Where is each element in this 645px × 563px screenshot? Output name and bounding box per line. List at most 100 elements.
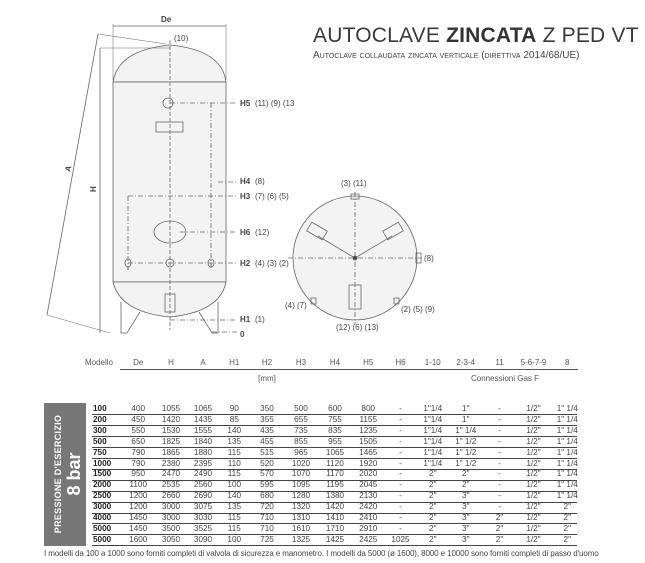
column-header: A — [200, 358, 206, 367]
row-divider — [92, 512, 577, 514]
side-view — [46, 24, 237, 334]
row-divider — [92, 501, 577, 503]
column-header: 1-10 — [424, 358, 441, 367]
model-cell: 500 — [93, 436, 107, 446]
model-cell: 2500 — [93, 491, 112, 501]
value-cell: 400 — [131, 404, 146, 413]
value-cell: 755 — [328, 414, 342, 424]
column-header: 11 — [495, 358, 504, 367]
column-header: 2-3-4 — [456, 358, 476, 367]
row-divider — [92, 534, 577, 536]
value-cell: 2560 — [193, 480, 213, 490]
value-cell: 2" — [495, 513, 504, 522]
value-cell: 1840 — [193, 436, 213, 446]
technical-drawing: De (10) A H H5 (11) (9) (13 H4 (8) H3 (7… — [46, 15, 435, 339]
value-cell: 1/2" — [526, 404, 541, 413]
value-cell: 1710 — [325, 523, 345, 533]
value-cell: 500 — [294, 404, 308, 413]
value-cell: 3000 — [161, 502, 181, 512]
value-cell: - — [399, 491, 402, 501]
value-cell: 965 — [294, 447, 308, 457]
value-cell: 1" 1/4 — [556, 480, 578, 490]
column-header: H5 — [363, 358, 374, 367]
value-cell: - — [498, 414, 501, 424]
value-cell: 650 — [131, 436, 146, 446]
model-cell: 200 — [93, 414, 107, 424]
label-right-refs: (8) — [424, 254, 434, 263]
value-cell: 1" 1/4 — [556, 414, 578, 424]
value-cell: 1/2" — [526, 469, 541, 479]
model-cell: 5000 — [93, 534, 112, 544]
label-h6-refs: (12) — [255, 228, 270, 237]
column-header: H — [168, 358, 174, 367]
value-cell: 1" 1/2 — [455, 458, 477, 468]
top-view — [288, 192, 422, 325]
value-cell: 1435 — [193, 414, 213, 424]
value-cell: 2380 — [161, 458, 181, 468]
value-cell: 100 — [227, 480, 242, 490]
value-cell: 2690 — [193, 491, 213, 501]
value-cell: 1420 — [161, 414, 181, 424]
value-cell: 455 — [260, 436, 274, 446]
value-cell: 1/2" — [526, 513, 541, 522]
value-cell: 790 — [131, 458, 146, 468]
label-h4-refs: (8) — [255, 177, 265, 186]
value-cell: 855 — [294, 436, 308, 446]
value-cell: 2410 — [359, 513, 378, 522]
footnote: I modelli da 100 a 1000 sono forniti com… — [44, 549, 599, 558]
value-cell: 710 — [260, 523, 274, 533]
value-cell: - — [498, 436, 501, 446]
column-header: H1 — [229, 358, 240, 367]
value-cell: - — [399, 447, 402, 457]
value-cell: 1" 1/2 — [455, 436, 477, 446]
value-cell: 1170 — [326, 469, 344, 479]
value-cell: 720 — [260, 502, 274, 512]
value-cell: 1"1/4 — [423, 414, 443, 424]
value-cell: 1530 — [161, 425, 181, 435]
value-cell: - — [399, 480, 402, 490]
value-cell: 110 — [227, 458, 241, 468]
value-cell: 2020 — [359, 469, 378, 479]
value-cell: 115 — [227, 469, 241, 479]
value-cell: 1155 — [359, 414, 378, 424]
title-prefix: AUTOCLAVE — [313, 24, 447, 47]
value-cell: 2425 — [359, 534, 378, 544]
label-h1: H1 — [240, 315, 251, 324]
value-cell: - — [498, 491, 501, 501]
value-cell: 140 — [227, 491, 242, 501]
value-cell: 2" — [495, 534, 504, 544]
column-header: H6 — [395, 358, 406, 367]
value-cell: 1880 — [193, 447, 213, 457]
value-cell: 1" 1/4 — [556, 458, 578, 468]
label-bottom-refs: (12) (6) (13) — [336, 323, 379, 332]
row-divider — [92, 468, 577, 470]
value-cell: 1"1/4 — [423, 425, 443, 435]
column-header: H2 — [261, 358, 273, 367]
row-divider — [92, 458, 577, 459]
value-cell: 3" — [462, 502, 470, 512]
value-cell: 2" — [462, 469, 470, 479]
value-cell: - — [399, 404, 402, 413]
value-cell: 680 — [260, 491, 274, 501]
value-cell: 1320 — [291, 502, 311, 512]
value-cell: 1/2" — [526, 480, 541, 490]
value-cell: 1/2" — [526, 414, 541, 424]
model-cell: 750 — [93, 447, 107, 457]
value-cell: 1450 — [129, 513, 148, 522]
value-cell: 1200 — [129, 491, 148, 501]
value-cell: 3000 — [161, 513, 181, 522]
value-cell: - — [498, 425, 501, 435]
value-cell: 1120 — [326, 458, 344, 468]
value-cell: 600 — [328, 404, 342, 413]
row-divider — [92, 523, 577, 525]
value-cell: - — [399, 414, 402, 424]
label-top-refs: (3) (11) — [341, 179, 367, 188]
pressure-value: 8 bar — [64, 452, 84, 496]
value-cell: 3" — [462, 534, 470, 544]
value-cell: 115 — [227, 513, 241, 522]
value-cell: 570 — [260, 469, 274, 479]
value-cell: 1"1/4 — [423, 436, 443, 446]
value-cell: 1920 — [359, 458, 378, 468]
value-cell: 800 — [361, 404, 376, 413]
